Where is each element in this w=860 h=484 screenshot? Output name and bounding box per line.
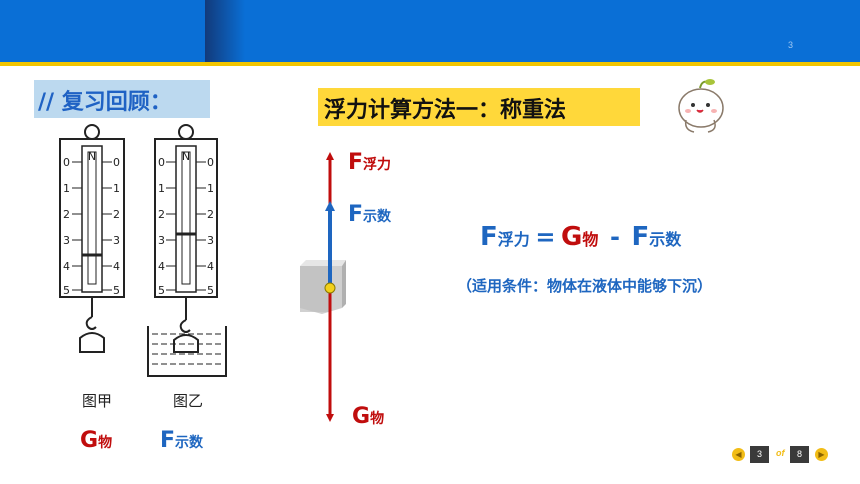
label-gravity-main: G: [352, 404, 371, 429]
scale-tick-right: 2: [158, 208, 165, 221]
label-gravity-left-main: G: [80, 428, 99, 453]
mascot-icon: [678, 79, 724, 133]
scale-tick-left: 0: [63, 156, 70, 169]
formula-g-sub: 物: [582, 230, 599, 249]
scale-tick-left: 4: [113, 260, 120, 273]
scale-tick-right: 3: [207, 234, 214, 247]
spring-scale-left: [59, 124, 125, 353]
pager-of-label: of: [776, 448, 785, 458]
label-gravity-left: G物: [80, 428, 112, 453]
label-reading-left-main: F: [160, 428, 176, 453]
formula-g-main: G: [561, 222, 583, 252]
total-pages: 8: [790, 446, 809, 463]
label-reading-left-sub: 示数: [175, 435, 204, 451]
scale-tick-right: 0: [158, 156, 165, 169]
formula-minus: -: [609, 223, 620, 251]
slide-pager: ◀ 3 of 8 ▶: [732, 446, 832, 464]
label-gravity-left-sub: 物: [98, 435, 113, 451]
spring-scale-right: [147, 124, 227, 377]
label-buoyancy: F浮力: [348, 150, 391, 175]
chevron-left-icon[interactable]: ◀: [732, 448, 745, 461]
scale-tick-left: 3: [113, 234, 120, 247]
label-reading-left: F示数: [160, 428, 203, 453]
label-reading-sub: 示数: [363, 209, 392, 225]
method-title-background: [318, 88, 640, 126]
scale-tick-left: 4: [63, 260, 70, 273]
scale-tick-right: 1: [207, 182, 214, 195]
scale-tick-left: 0: [113, 156, 120, 169]
scale-tick-left: 1: [63, 182, 70, 195]
formula-lhs-sub: 浮力: [497, 230, 530, 249]
scale-tick-right: 4: [207, 260, 214, 273]
label-buoyancy-main: F: [348, 150, 364, 175]
scale-tick-left: 2: [63, 208, 70, 221]
header-bar: [0, 0, 860, 62]
object-cube: [300, 260, 346, 314]
center-of-mass-dot: [324, 282, 336, 294]
scale-tick-right: 1: [158, 182, 165, 195]
scale-tick-right: 4: [158, 260, 165, 273]
formula-f-sub: 示数: [649, 230, 682, 249]
formula-f-main: F: [631, 222, 650, 252]
buoyancy-formula: F浮力 = G物 - F示数: [480, 222, 681, 252]
force-diagram: [300, 152, 346, 422]
scale-tick-left: 5: [63, 284, 70, 297]
label-reading-main: F: [348, 202, 364, 227]
caption-figure-b: 图乙: [173, 392, 204, 410]
scale-unit-left: N: [88, 150, 96, 163]
label-buoyancy-sub: 浮力: [363, 157, 392, 173]
label-reading: F示数: [348, 202, 391, 227]
scale-unit-right: N: [182, 150, 190, 163]
scale-tick-right: 2: [207, 208, 214, 221]
scale-tick-right: 0: [207, 156, 214, 169]
label-gravity-sub: 物: [370, 411, 385, 427]
scale-tick-left: 2: [113, 208, 120, 221]
formula-lhs-main: F: [480, 222, 498, 252]
current-page: 3: [750, 446, 769, 463]
header-shade: [205, 0, 245, 62]
scale-tick-right: 5: [158, 284, 165, 297]
scale-tick-right: 3: [158, 234, 165, 247]
header-divider: [0, 62, 860, 66]
caption-figure-a: 图甲: [82, 392, 113, 410]
slide-number: 3: [788, 40, 794, 50]
label-gravity: G物: [352, 404, 384, 429]
scale-tick-right: 5: [207, 284, 214, 297]
chevron-right-icon[interactable]: ▶: [815, 448, 828, 461]
formula-condition: （适用条件：物体在液体中能够下沉）: [457, 277, 713, 295]
scale-tick-left: 5: [113, 284, 120, 297]
review-title-background: [34, 80, 210, 118]
scale-tick-left: 3: [63, 234, 70, 247]
formula-equals: =: [535, 223, 556, 251]
review-title: // 复习回顾：: [38, 90, 172, 115]
method-title: 浮力计算方法一：称重法: [324, 98, 567, 123]
scale-tick-left: 1: [113, 182, 120, 195]
spring-scales-figure: N 0 0 1 1 2 2 3 3 4 4 5 5 N 0 0 1 1 2 2 …: [59, 124, 227, 377]
